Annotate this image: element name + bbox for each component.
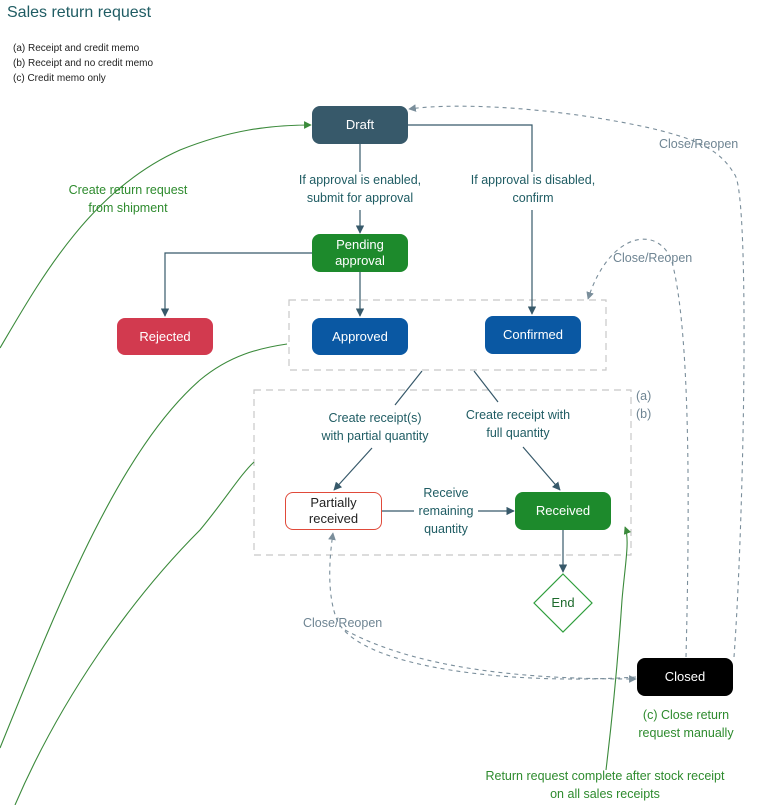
legend-item-c: (c) Credit memo only — [13, 73, 106, 84]
group-box-approval — [288, 299, 607, 371]
dashed-close-reopen-approved — [586, 238, 689, 658]
group-box-receipt — [253, 389, 632, 556]
node-draft: Draft — [312, 106, 408, 144]
legend: (a) Receipt and credit memo (b) Receipt … — [13, 41, 153, 86]
label-complete-after-receipt: Return request complete after stock rece… — [485, 769, 725, 801]
label-approval-disabled: If approval is disabled, confirm — [470, 173, 596, 205]
diagram-title: Sales return request — [7, 4, 152, 21]
dashed-partial-to-closed — [344, 629, 637, 683]
node-received: Received — [515, 492, 611, 530]
node-end: End — [551, 595, 575, 610]
arrow-draft-to-confirmed — [408, 124, 532, 314]
green-line-left-2 — [0, 343, 288, 749]
group-label-a: (a) — [636, 389, 652, 403]
label-receipt-full: Create receipt with full quantity — [465, 408, 571, 440]
label-close-reopen-approved: Close/Reopen — [613, 251, 693, 265]
green-arrow-create-from-shipment — [0, 121, 312, 349]
arrow-pending-to-rejected — [160, 252, 312, 317]
label-close-reopen-partial: Close/Reopen — [303, 616, 383, 630]
node-confirmed: Confirmed — [485, 316, 581, 354]
legend-item-a: (a) Receipt and credit memo — [13, 43, 140, 54]
label-receive-remaining: Receive remaining quantity — [418, 486, 474, 536]
green-arrow-complete — [605, 526, 632, 771]
dashed-close-reopen-draft — [408, 104, 745, 658]
label-approval-enabled: If approval is enabled, submit for appro… — [298, 173, 422, 205]
node-rejected: Rejected — [117, 318, 213, 355]
label-close-reopen-draft: Close/Reopen — [659, 137, 739, 151]
legend-item-b: (b) Receipt and no credit memo — [13, 58, 154, 69]
group-label-b: (b) — [636, 407, 652, 421]
label-receipt-partial: Create receipt(s) with partial quantity — [321, 411, 429, 443]
node-pending-approval: Pending approval — [312, 234, 408, 272]
green-line-left-3 — [14, 461, 255, 805]
dashed-close-reopen-partial — [328, 532, 637, 680]
end-diamond — [533, 573, 593, 633]
node-partially-received: Partially received — [285, 492, 382, 530]
node-closed: Closed — [637, 658, 733, 696]
label-close-manually: (c) Close return request manually — [638, 708, 734, 740]
arrow-to-received — [473, 370, 560, 490]
node-approved: Approved — [312, 318, 408, 355]
label-create-from-shipment: Create return request from shipment — [68, 183, 188, 215]
arrow-to-partial — [334, 370, 423, 490]
